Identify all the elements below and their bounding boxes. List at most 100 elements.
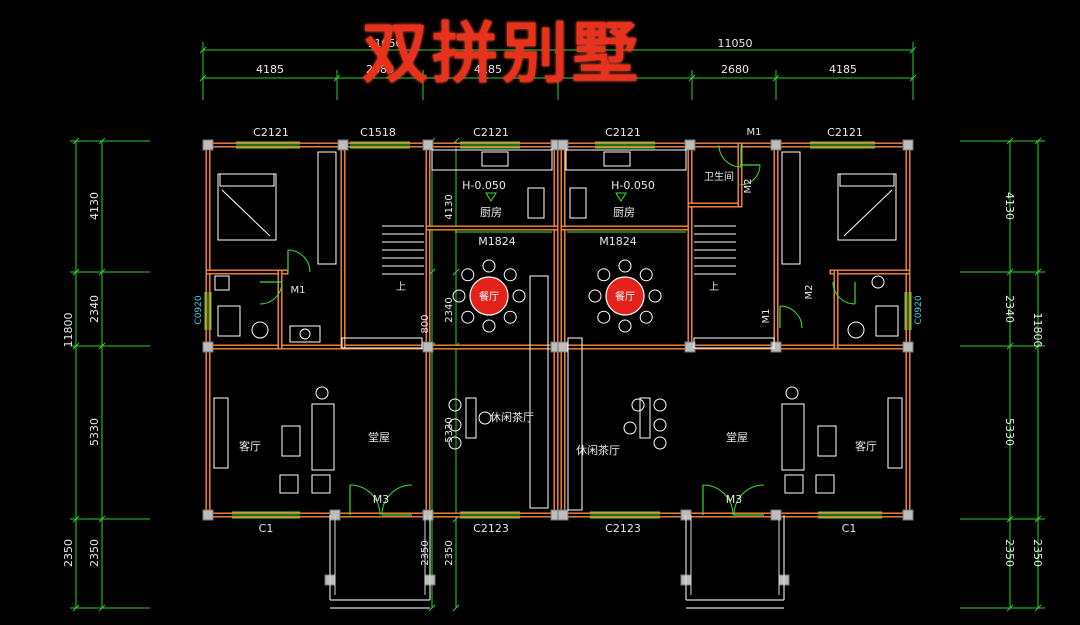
windows [204, 141, 912, 519]
column [422, 509, 434, 521]
door-m2-top-swing [739, 164, 761, 186]
elevation-marker-right [615, 192, 627, 202]
armchair-right-a [784, 474, 804, 494]
dining-chair [618, 259, 632, 273]
dining-chair [503, 310, 517, 324]
dim-left-total: 11800 [62, 313, 75, 348]
dining-chair [639, 310, 653, 324]
bed-right [837, 173, 897, 241]
dim-tick [98, 515, 106, 523]
dim-right-2350-b: 2350 [1031, 539, 1044, 567]
tea-chair [448, 436, 462, 450]
dining-chair [503, 268, 517, 282]
sink-left [527, 187, 545, 219]
furniture-fixtures [213, 149, 903, 511]
bed-left-pillow [219, 173, 275, 187]
dim-tick [452, 268, 460, 276]
dim-tick [72, 342, 80, 350]
label-window-c0920-right: C0920 [914, 295, 924, 324]
dim-tick [909, 74, 917, 82]
dim-left-2350-b: 2350 [88, 539, 101, 567]
label-door-m1-top: M1 [747, 127, 762, 138]
doors [259, 144, 856, 516]
bed-left-sheet [221, 189, 271, 237]
dim-left-4130: 4130 [88, 192, 101, 220]
tea-chair [653, 398, 667, 412]
hall-counter-right [693, 337, 775, 349]
dim-tick [333, 74, 341, 82]
bed-right-sheet [843, 189, 893, 237]
dim-tick [1006, 515, 1014, 523]
door-m1-top-swing [718, 144, 742, 168]
label-window-c2121-3: C2121 [605, 126, 641, 139]
dim-tick [419, 74, 427, 82]
label-door-m2-right: M2 [804, 285, 815, 300]
bed-right-pillow [839, 173, 895, 187]
column [902, 341, 914, 353]
column [684, 341, 696, 353]
dining-chair [639, 268, 653, 282]
column [202, 341, 214, 353]
dim-tick [1034, 515, 1042, 523]
dim-tick [554, 74, 562, 82]
dining-chair [512, 289, 526, 303]
column [337, 139, 349, 151]
column [202, 509, 214, 521]
label-door-m1824-left: M1824 [478, 235, 516, 248]
column [557, 509, 569, 521]
dining-chair [482, 259, 496, 273]
label-window-c2123-1: C2123 [473, 522, 509, 535]
tea-chair [653, 436, 667, 450]
label-window-c2121-4: C2121 [827, 126, 863, 139]
dim-tick [72, 604, 80, 612]
tea-chair [653, 418, 667, 432]
armchair-left-b [311, 474, 331, 494]
toilet-left [251, 321, 269, 339]
kitchen-counter-left [431, 149, 553, 171]
tea-chair [478, 411, 492, 425]
column [770, 509, 782, 521]
dim-tick [98, 342, 106, 350]
armchair-left-a [279, 474, 299, 494]
dining-chair [588, 289, 602, 303]
dim-right-4130: 4130 [1003, 192, 1016, 220]
label-tea-right: 休闲茶厅 [576, 443, 620, 457]
label-hall-right: 堂屋 [726, 431, 748, 444]
coffee-table-right [817, 425, 837, 457]
dim-top-seg-3: 4185 [474, 63, 502, 76]
lamp-right [785, 386, 799, 400]
column [422, 139, 434, 151]
shower-right [875, 305, 899, 337]
dim-tick [199, 74, 207, 82]
label-elevation-left: H-0.050 [462, 179, 506, 192]
sofa-right [781, 403, 805, 471]
door-m1-left-bath-swing [259, 281, 283, 305]
column [202, 139, 214, 151]
label-door-m3-left: M3 [373, 493, 390, 506]
dim-top-seg-4: 2680 [721, 63, 749, 76]
label-living-left: 客厅 [239, 439, 261, 453]
sink-right [569, 187, 587, 219]
column [557, 341, 569, 353]
label-bath: 卫生间 [704, 170, 734, 183]
tea-chair [448, 398, 462, 412]
door-m2-right-swing [832, 281, 856, 305]
dim-tick [72, 137, 80, 145]
door-m3-left-a-swing [349, 484, 381, 516]
dim-inner-2350-b: 2350 [444, 540, 455, 565]
dim-tick [1034, 604, 1042, 612]
dim-right-2340: 2340 [1003, 295, 1016, 323]
dining-chair [461, 268, 475, 282]
wardrobe-left [317, 151, 337, 265]
tea-chair [623, 421, 637, 435]
basin-counter-left [289, 325, 321, 343]
dining-tables: 餐厅 餐厅 [469, 276, 645, 316]
dim-left-5330: 5330 [88, 418, 101, 446]
column [902, 139, 914, 151]
lamp-left [315, 386, 329, 400]
dim-top-total-right: 11050 [718, 37, 753, 50]
kitchen-counter-right [565, 149, 687, 171]
armchair-right-b [815, 474, 835, 494]
label-window-c2121-2: C2121 [473, 126, 509, 139]
